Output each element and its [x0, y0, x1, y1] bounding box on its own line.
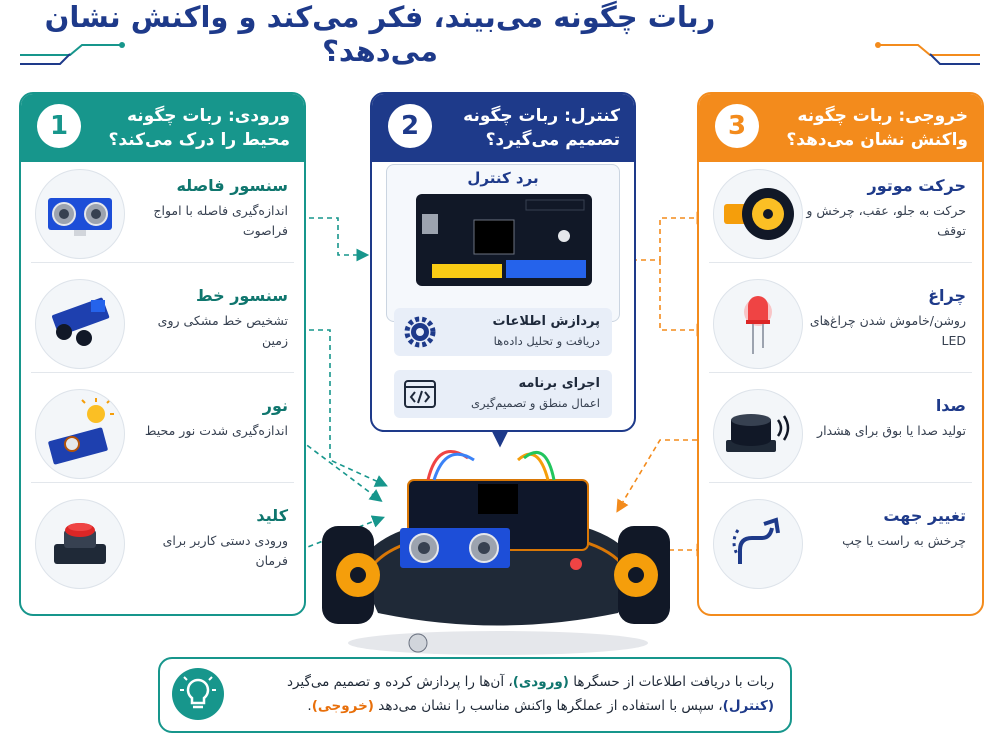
summary-part: ربات با دریافت اطلاعات از حسگرها	[568, 674, 774, 690]
control-step-program: اجرای برنامه اعمال منطق و تصمیم‌گیری	[394, 370, 612, 418]
input-header: 1 ورودی: ربات چگونه محیط را درک می‌کند؟	[21, 94, 304, 162]
input-item-title: سنسور خط	[195, 286, 288, 305]
summary-box: ربات با دریافت اطلاعات از حسگرها (ورودی)…	[158, 657, 792, 733]
output-header-text: خروجی: ربات چگونه واکنش نشان می‌دهد؟	[786, 106, 968, 150]
code-icon	[404, 380, 436, 408]
output-item-motor: حرکت موتور حرکت به جلو، عقب، چرخش و توقف	[709, 166, 972, 263]
control-step-desc: دریافت و تحلیل داده‌ها	[493, 334, 600, 348]
gear-icon	[404, 316, 436, 348]
page-title: ربات چگونه می‌بیند، فکر می‌کند و واکنش ن…	[44, 0, 716, 68]
summary-output-word: (خروجی)	[311, 698, 374, 714]
motor-wheel-icon	[713, 169, 803, 259]
input-item-button: کلید ورودی دستی کاربر برای فرمان	[31, 496, 294, 592]
control-panel: 2 کنترل: ربات چگونه تصمیم می‌گیرد؟ برد ک…	[370, 92, 636, 432]
input-item-light-sensor: نور اندازه‌گیری شدت نور محیط	[31, 386, 294, 483]
ultrasonic-sensor-icon	[35, 169, 125, 259]
control-step-desc: اعمال منطق و تصمیم‌گیری	[471, 396, 600, 410]
control-step-number: 2	[388, 104, 432, 148]
output-panel: 3 خروجی: ربات چگونه واکنش نشان می‌دهد؟ ح…	[697, 92, 984, 616]
summary-input-word: (ورودی)	[512, 674, 569, 690]
input-item-desc: تشخیص خط مشکی روی زمین	[157, 313, 288, 348]
summary-part: ، آن‌ها را پردازش کرده و تصمیم می‌گیرد	[286, 674, 513, 690]
input-item-title: سنسور فاصله	[176, 176, 288, 195]
output-item-sound: صدا تولید صدا یا بوق برای هشدار	[709, 386, 972, 483]
control-step-process: پردازش اطلاعات دریافت و تحلیل داده‌ها	[394, 308, 612, 356]
input-header-text: ورودی: ربات چگونه محیط را درک می‌کند؟	[108, 106, 290, 150]
control-header: 2 کنترل: ربات چگونه تصمیم می‌گیرد؟	[372, 94, 634, 162]
robot-car-illustration	[322, 450, 670, 655]
input-item-desc: ورودی دستی کاربر برای فرمان	[162, 533, 288, 568]
output-header: 3 خروجی: ربات چگونه واکنش نشان می‌دهد؟	[699, 94, 982, 162]
input-step-number: 1	[37, 104, 81, 148]
summary-part: ، سپس با استفاده از عملگرها واکنش مناسب …	[373, 698, 723, 714]
output-item-title: حرکت موتور	[867, 176, 966, 195]
output-item-desc: تولید صدا یا بوق برای هشدار	[817, 423, 966, 438]
led-icon	[713, 279, 803, 369]
circuit-decoration-right	[875, 42, 980, 65]
lightbulb-icon	[172, 668, 224, 720]
control-header-text: کنترل: ربات چگونه تصمیم می‌گیرد؟	[463, 106, 620, 150]
output-item-led: چراغ روشن/خاموش شدن چراغ‌های LED	[709, 276, 972, 373]
output-item-direction: تغییر جهت چرخش به راست یا چپ	[709, 496, 972, 592]
input-panel: 1 ورودی: ربات چگونه محیط را درک می‌کند؟ …	[19, 92, 306, 616]
input-item-desc: اندازه‌گیری فاصله با امواج فراصوت	[153, 203, 288, 238]
turn-arrow-icon	[713, 499, 803, 589]
push-button-icon	[35, 499, 125, 589]
line-sensor-icon	[35, 279, 125, 369]
output-step-number: 3	[715, 104, 759, 148]
circuit-decoration-left	[20, 42, 125, 65]
light-sensor-icon	[35, 389, 125, 479]
control-board-icon	[416, 194, 592, 286]
control-step-title: اجرای برنامه	[518, 376, 600, 391]
input-item-title: کلید	[256, 506, 288, 525]
summary-control-word: (کنترل)	[722, 698, 774, 714]
input-item-desc: اندازه‌گیری شدت نور محیط	[144, 423, 288, 438]
output-item-title: چراغ	[928, 286, 966, 305]
output-item-title: تغییر جهت	[883, 506, 966, 525]
summary-part: .	[307, 698, 312, 714]
input-item-title: نور	[262, 396, 288, 415]
output-item-title: صدا	[935, 396, 966, 415]
control-board-label: برد کنترل	[467, 169, 539, 187]
output-item-desc: روشن/خاموش شدن چراغ‌های LED	[809, 313, 966, 348]
summary-text: ربات با دریافت اطلاعات از حسگرها (ورودی)…	[254, 670, 774, 718]
input-item-line-sensor: سنسور خط تشخیص خط مشکی روی زمین	[31, 276, 294, 373]
control-step-title: پردازش اطلاعات	[492, 314, 600, 329]
output-item-desc: حرکت به جلو، عقب، چرخش و توقف	[806, 203, 966, 238]
input-item-distance-sensor: سنسور فاصله اندازه‌گیری فاصله با امواج ف…	[31, 166, 294, 263]
buzzer-icon	[713, 389, 803, 479]
output-item-desc: چرخش به راست یا چپ	[842, 533, 966, 548]
